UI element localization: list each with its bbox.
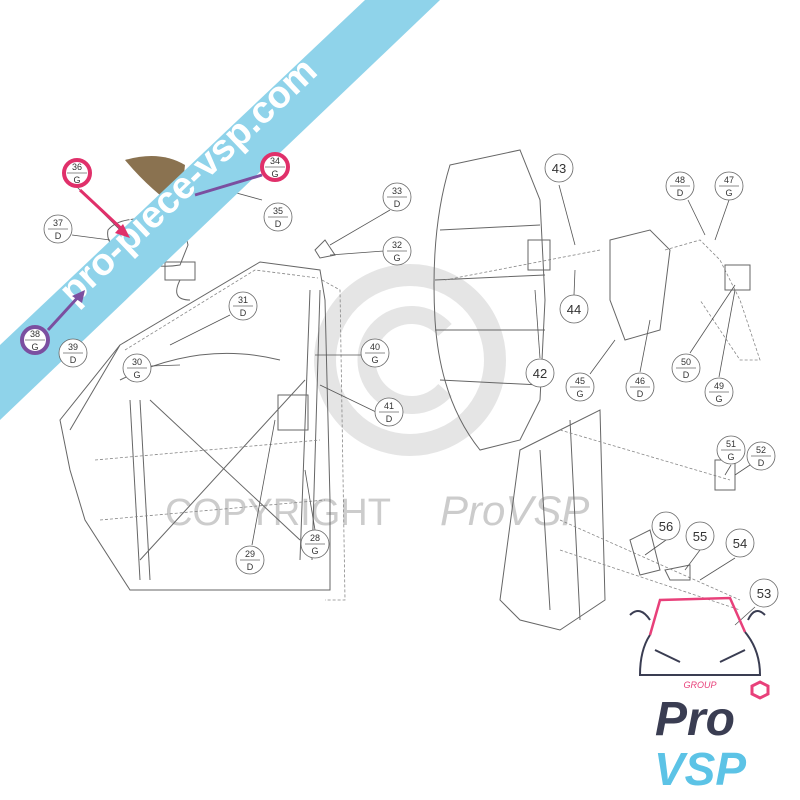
callout-31: 31D [228,291,258,321]
callout-number: 33 [392,186,402,196]
callout-28: 28G [300,529,330,559]
copyright-text: COPYRIGHT [165,492,391,534]
callout-number: 36 [72,162,82,172]
callout-41: 41D [374,397,404,427]
logo-vsp: VSP [654,743,746,795]
callout-side: G [311,546,318,556]
callout-number: 39 [68,342,78,352]
callout-number: 40 [370,342,380,352]
callout-36: 36G [62,158,92,188]
callout-46: 46D [625,372,655,402]
callout-number: 34 [270,156,280,166]
callout-side: D [637,389,644,399]
callout-number: 41 [384,401,394,411]
callout-44: 44 [559,294,589,324]
callout-side: D [275,219,282,229]
logo-group: GROUP [683,680,716,690]
callout-number: 32 [392,240,402,250]
callout-side: G [725,188,732,198]
callout-number: 52 [756,445,766,455]
callout-number: 42 [533,366,547,381]
callout-50: 50D [671,353,701,383]
callout-42: 42 [525,358,555,388]
callout-49: 49G [704,377,734,407]
callout-53: 53 [749,578,779,608]
callout-55: 55 [685,521,715,551]
callout-37: 37D [43,214,73,244]
callout-56: 56 [651,511,681,541]
car-windshield-icon [648,596,747,636]
callout-number: 53 [757,586,771,601]
callout-number: 49 [714,381,724,391]
callout-side: D [55,231,62,241]
callout-number: 47 [724,175,734,185]
callout-number: 45 [575,376,585,386]
provsp-logo: GROUP Pro VSP [629,596,770,795]
callout-side: D [683,370,690,380]
callout-side: D [677,188,684,198]
callout-32: 32G [382,236,412,266]
callout-45: 45G [565,372,595,402]
callout-number: 55 [693,529,707,544]
callout-number: 37 [53,218,63,228]
callout-number: 54 [733,536,747,551]
logo-pro: Pro [655,693,735,746]
callout-side: G [393,253,400,263]
callout-number: 28 [310,533,320,543]
banner-text: pro-piece-vsp.com [51,49,325,312]
car-outline-icon [629,610,766,676]
callout-51: 51G [716,435,746,465]
callout-number: 30 [132,357,142,367]
callout-side: G [73,175,80,185]
callout-38: 38G [20,325,50,355]
callout-number: 51 [726,439,736,449]
callout-side: D [240,308,247,318]
callout-side: G [133,370,140,380]
hex-nut-icon [750,680,770,700]
callout-side: G [727,452,734,462]
copyright-brand: ProVSP [440,487,589,534]
callout-side: G [271,169,278,179]
copyright-watermark-icon [314,264,506,456]
callout-33: 33D [382,182,412,212]
callout-number: 46 [635,376,645,386]
callout-40: 40G [360,338,390,368]
callout-side: D [758,458,765,468]
callout-number: 48 [675,175,685,185]
callout-number: 31 [238,295,248,305]
callout-number: 29 [245,549,255,559]
callout-number: 50 [681,357,691,367]
callout-side: D [247,562,254,572]
callout-39: 39D [58,338,88,368]
callout-side: G [715,394,722,404]
door-frame-left [59,239,346,601]
callout-30: 30G [122,353,152,383]
callout-54: 54 [725,528,755,558]
callout-side: D [386,414,393,424]
callout-43: 43 [544,153,574,183]
callout-48: 48D [665,171,695,201]
callout-29: 29D [235,545,265,575]
door-panel-right [433,149,761,631]
callout-34: 34G [260,152,290,182]
callout-side: D [70,355,77,365]
callout-number: 38 [30,329,40,339]
callout-47: 47G [714,171,744,201]
callout-number: 44 [567,302,581,317]
callout-52: 52D [746,441,776,471]
callout-number: 43 [552,161,566,176]
callout-number: 35 [273,206,283,216]
highlight-arrows [46,173,263,332]
callout-side: G [371,355,378,365]
callout-side: G [31,342,38,352]
callout-side: D [394,199,401,209]
callout-side: G [576,389,583,399]
callout-35: 35D [263,202,293,232]
callout-number: 56 [659,519,673,534]
